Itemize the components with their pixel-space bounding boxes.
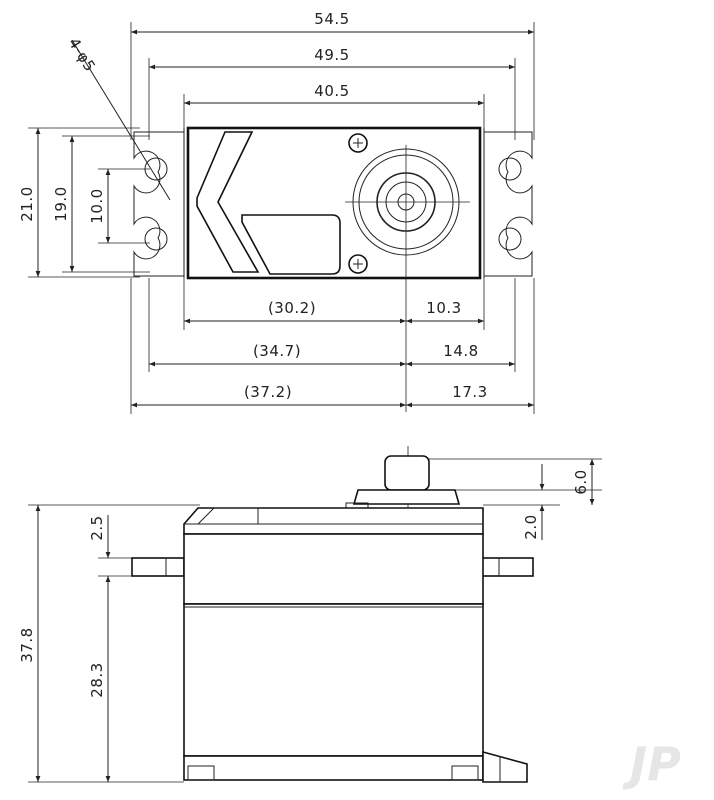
middle-case-side xyxy=(183,603,484,757)
bottom-case-side xyxy=(183,755,484,781)
dim-shaft-to-right-hole: 14.8 xyxy=(443,342,478,360)
dim-body-width: 40.5 xyxy=(314,82,349,100)
case-chevron-ridge xyxy=(196,131,260,273)
right-mounting-tab xyxy=(484,131,533,277)
dim-left-body-to-shaft: (30.2) xyxy=(268,299,316,317)
servo-case-top xyxy=(186,126,482,280)
upper-case-side xyxy=(183,533,484,605)
watermark-logo: JP xyxy=(622,737,681,791)
dim-hole-spec: 4-φ5 xyxy=(65,35,100,75)
dim-shaft-to-body-right: 10.3 xyxy=(426,299,461,317)
left-lower-hole xyxy=(144,227,168,251)
output-spline xyxy=(384,455,430,491)
dim-hole-pitch: 10.0 xyxy=(88,188,106,223)
upper-screw-cross xyxy=(353,138,363,148)
lower-screw-cross xyxy=(353,259,363,269)
right-upper-hole xyxy=(498,157,522,181)
side-view: 6.0 2.0 37.8 2.5 28.3 xyxy=(18,446,602,783)
dim-shaft-to-right-edge: 17.3 xyxy=(452,383,487,401)
right-flange-tab xyxy=(480,557,534,577)
case-window xyxy=(241,214,341,275)
top-view: 54.5 49.5 40.5 4-φ5 21.0 19.0 10.0 xyxy=(18,10,535,414)
left-upper-hole xyxy=(144,157,168,181)
dim-left-hole-to-shaft: (34.7) xyxy=(253,342,301,360)
dim-left-edge-to-shaft: (37.2) xyxy=(244,383,292,401)
top-cover xyxy=(183,507,484,535)
output-collar xyxy=(352,489,461,505)
dim-spline-height: 6.0 xyxy=(572,469,590,494)
right-lower-hole xyxy=(498,227,522,251)
dim-overall-width: 54.5 xyxy=(314,10,349,28)
cable-exit xyxy=(482,750,528,783)
dim-collar-height: 2.0 xyxy=(522,514,540,539)
dim-flange-thickness: 2.5 xyxy=(88,515,106,540)
dim-body-height: 19.0 xyxy=(52,186,70,221)
dim-overall-height: 21.0 xyxy=(18,186,36,221)
dim-mount-hole-span: 49.5 xyxy=(314,46,349,64)
left-flange-tab xyxy=(131,557,185,577)
left-mounting-tab xyxy=(133,131,184,277)
dim-total-height: 37.8 xyxy=(18,627,36,662)
dim-body-below-flange: 28.3 xyxy=(88,662,106,697)
hole-leader-line xyxy=(71,39,171,201)
